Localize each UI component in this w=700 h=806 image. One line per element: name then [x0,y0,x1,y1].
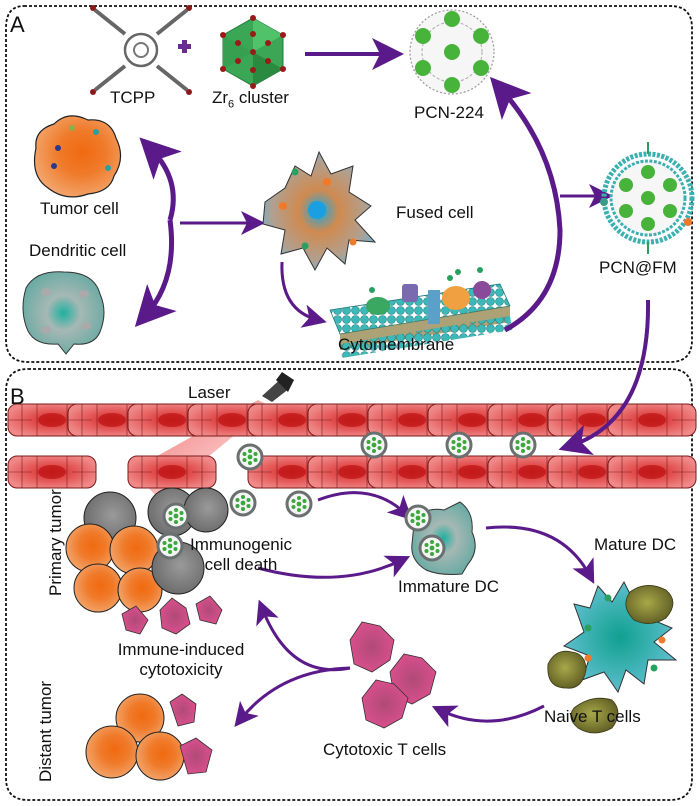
panel-b-frame [5,368,693,801]
pcn-fm-label: PCN@FM [599,258,677,277]
tumor-cell-label: Tumor cell [40,199,119,218]
icd-label-line1: Immunogenic [189,535,293,554]
cytotoxic-t-cells-label: Cytotoxic T cells [323,740,447,759]
dendritic-cell-label: Dendritic cell [29,241,127,260]
arrow-injection [558,299,651,456]
arrow-fusion-up [139,137,182,221]
arrow-attack-distant [234,666,351,728]
pcn-fm-particle-icon [600,142,695,254]
nanoparticle-icon [360,431,388,459]
laser-label: Laser [188,383,231,402]
tcpp-label: TCPP [110,88,156,107]
dendritic-cell-icon [22,271,105,355]
nanoparticle-icon [445,431,473,459]
nanoparticle-icon [229,489,257,517]
nanoparticle-icon [236,443,264,471]
arrow-cytomembrane-to-pcn224 [489,76,563,333]
immature-dc-label: Immature DC [398,577,500,596]
iic-label-line1: Immune-induced [117,640,245,659]
zr6-label-main: Zr [212,88,229,107]
laser-device-icon [262,372,294,402]
tumor-cell-icon [33,115,122,198]
arrow-t-cell-activation [431,704,545,728]
blood-vessel-top [7,403,697,437]
iic-label-line2: cytotoxicity [139,659,223,679]
arrow-fusion-down [134,219,177,328]
distant-tumor-label: Distant tumor [36,680,55,782]
panel-b-letter: B [10,384,25,409]
icd-label-line2: cell death [204,554,278,574]
immature-dc-icon [404,501,476,575]
arrow-dc-maturation [485,525,595,584]
pcn224-particle-icon [409,9,495,95]
arrow-to-cytomembrane [280,261,327,328]
nanoparticle-icon [285,490,313,518]
plus-icon [178,40,191,53]
naive-t-cell-icon [547,585,674,734]
fused-cell-icon [262,150,377,272]
arrow-icd-to-dc [257,555,411,579]
zr6-cluster-icon [220,15,286,89]
arrow-attack-primary [256,599,351,672]
cytotoxic-t-cell-icon [349,621,437,729]
mature-dc-label: Mature DC [594,535,677,554]
cytomembrane-label: Cytomembrane [338,335,455,354]
nanoparticle-icon [509,431,537,459]
arrow-nanoparticle-to-dc [317,491,413,521]
naive-t-cells-label: Naive T cells [544,707,641,726]
blood-vessel-bottom [7,455,697,489]
zr6-label-rest: cluster [234,88,289,107]
cytomembrane-icon [329,267,512,358]
fused-cell-label: Fused cell [396,203,474,222]
panel-a-frame [5,5,693,363]
primary-tumor-cluster-icon [65,487,229,635]
primary-tumor-label: Primary tumor [46,489,65,596]
zr6-label-sub: 6 [228,98,235,111]
pcn224-label: PCN-224 [414,103,484,122]
panel-a-letter: A [10,12,25,37]
tcpp-molecule-icon [90,5,192,95]
distant-tumor-cluster-icon [85,693,213,781]
zr6-cluster-label: Zr6 cluster [212,88,289,111]
